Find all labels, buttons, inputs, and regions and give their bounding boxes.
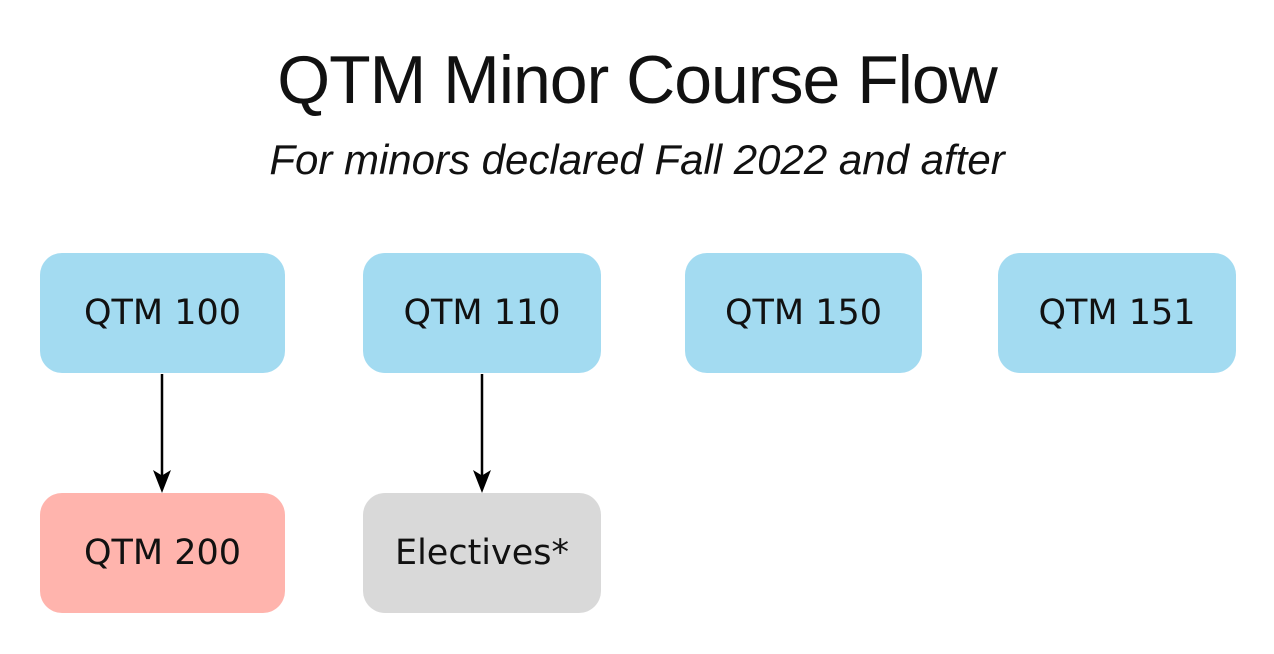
course-box-qtm151: QTM 151 xyxy=(998,253,1236,373)
course-box-label: QTM 150 xyxy=(724,293,883,333)
course-box-qtm200: QTM 200 xyxy=(40,493,285,613)
course-box-qtm110: QTM 110 xyxy=(363,253,601,373)
course-box-label: Electives* xyxy=(394,533,570,573)
page-subtitle: For minors declared Fall 2022 and after xyxy=(269,136,1005,183)
course-box-label: QTM 200 xyxy=(83,533,242,573)
course-box-electives: Electives* xyxy=(363,493,601,613)
page-title: QTM Minor Course Flow xyxy=(277,42,998,118)
course-box-label: QTM 100 xyxy=(83,293,242,333)
arrow-qtm100-to-qtm200 xyxy=(153,374,171,493)
arrowhead-icon xyxy=(473,470,491,493)
arrowhead-icon xyxy=(153,470,171,493)
course-box-qtm100: QTM 100 xyxy=(40,253,285,373)
course-box-label: QTM 110 xyxy=(403,293,561,333)
course-box-label: QTM 151 xyxy=(1038,293,1196,333)
course-box-qtm150: QTM 150 xyxy=(685,253,922,373)
arrow-qtm110-to-electives xyxy=(473,374,491,493)
